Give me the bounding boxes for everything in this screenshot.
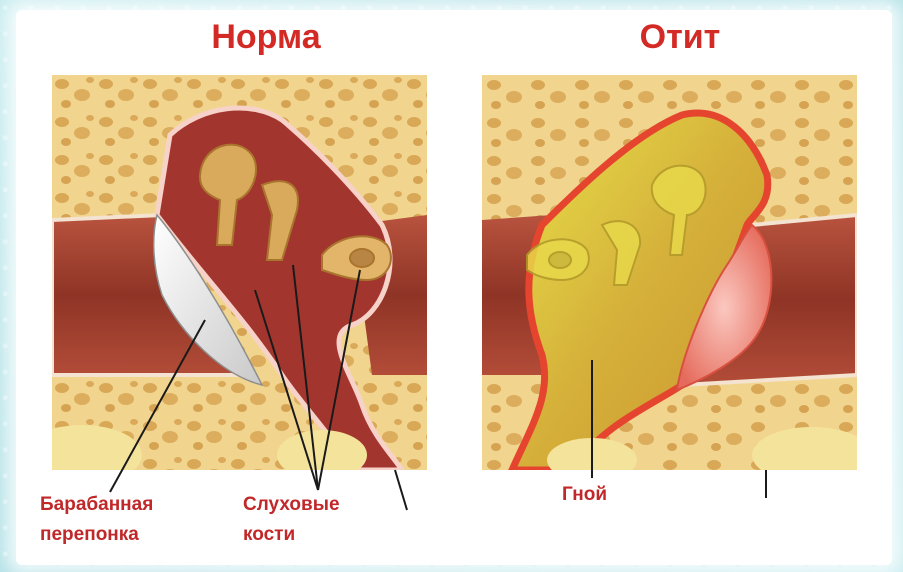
- ossicles-label-line2: кости: [243, 520, 373, 550]
- ossicles-label: Слуховые кости: [243, 490, 373, 550]
- eardrum-label-line1: Барабанная: [40, 490, 210, 520]
- pus-label: Гной: [562, 480, 642, 510]
- eardrum-leader: [110, 320, 205, 492]
- ossicle-leader-3: [318, 270, 360, 490]
- canal-leader-normal: [395, 470, 407, 510]
- ossicle-leader-2: [293, 265, 318, 490]
- ossicle-leader-1: [255, 290, 318, 490]
- eardrum-label-line2: перепонка: [40, 520, 210, 550]
- ossicles-label-line1: Слуховые: [243, 490, 373, 520]
- eardrum-label: Барабанная перепонка: [40, 490, 210, 550]
